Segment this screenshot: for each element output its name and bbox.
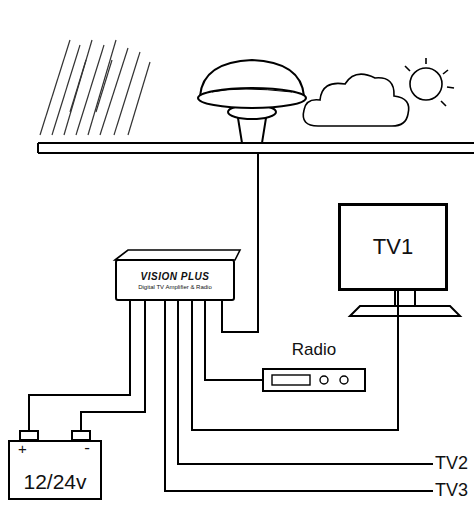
battery-box: + - 12/24v xyxy=(8,440,102,500)
radio-label: Radio xyxy=(262,340,366,360)
output-label: TV3 xyxy=(433,480,470,501)
tv3-cable xyxy=(165,300,436,491)
cable xyxy=(205,301,262,380)
battery-voltage: 12/24v xyxy=(10,470,100,494)
cable xyxy=(192,291,398,430)
radio-box: Radio xyxy=(262,340,366,392)
radio-detail xyxy=(264,370,364,390)
amplifier-box: VISION PLUS Digital TV Amplifier & Radio xyxy=(115,259,235,301)
antenna xyxy=(198,60,306,143)
terminal-sign: + xyxy=(18,440,27,457)
antenna-cable xyxy=(222,153,258,332)
device-name: Digital TV Amplifier & Radio xyxy=(138,284,212,290)
cloud xyxy=(303,74,408,126)
sun xyxy=(405,58,454,106)
cable xyxy=(81,301,145,431)
tv-label: TV1 xyxy=(373,234,413,260)
tv-screen: TV1 xyxy=(338,203,448,291)
terminal-sign: - xyxy=(84,438,90,458)
brand-name: VISION PLUS xyxy=(141,271,210,282)
battery-terminals xyxy=(20,431,90,440)
output-label: TV2 xyxy=(433,453,470,474)
roof xyxy=(38,143,474,153)
tv-stand xyxy=(350,290,460,316)
rain xyxy=(40,40,150,135)
radio-body xyxy=(262,368,366,392)
